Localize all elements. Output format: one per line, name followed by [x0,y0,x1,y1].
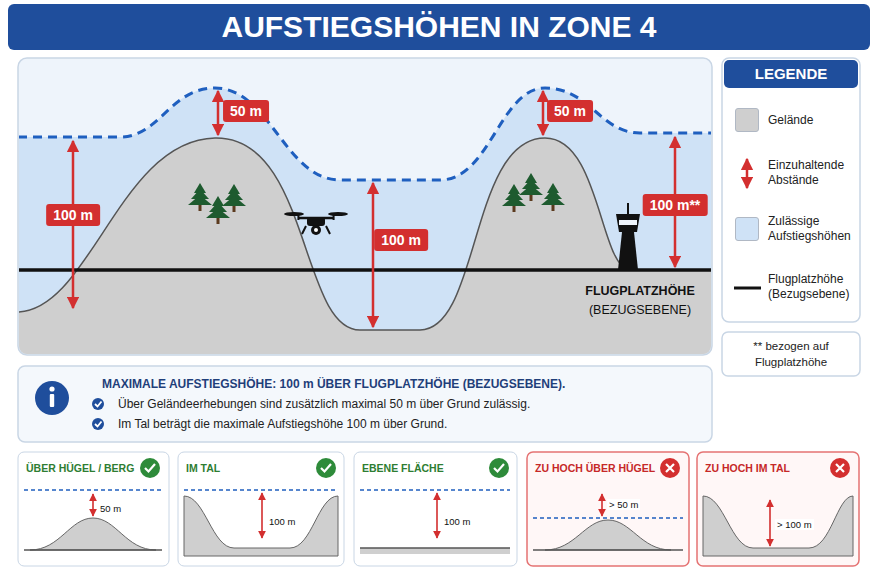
reference-label: FLUGPLATZHÖHE [585,284,694,298]
note-box: ** bezogen auf Flugplatzhöhe [722,332,860,376]
info-icon [35,381,69,415]
panel-heading: EBENE FLÄCHE [362,462,444,474]
info-heading: MAXIMALE AUFSTIEGSHÖHE: 100 m ÜBER FLUGP… [102,374,565,394]
tree [519,173,543,201]
max-height-line [19,88,711,180]
example-panel: EBENE FLÄCHE 100 m [354,452,517,566]
info-line: Im Tal beträgt die maximale Aufstiegshöh… [102,414,447,434]
panel-heading: ZU HOCH IM TAL [705,462,790,474]
distance-tag: 50 m [223,100,269,122]
tree [188,183,212,211]
terrain [19,138,711,354]
check-bullets [92,398,104,430]
legend-header [724,60,858,88]
distance-tag: 50 m [547,100,593,122]
legend-swatch [735,217,759,241]
legend-text: Einzuhaltende Abstände [768,158,856,188]
distance-tag: 100 m [374,229,428,251]
distance-value: > 100 m [775,519,814,530]
distance-tag: 100 m [46,204,100,226]
reference-line [19,268,711,272]
example-panel: IM TAL 100 m [178,452,344,566]
distance-value: 100 m [267,516,297,527]
legend-text: Flugplatzhöhe (Bezugsebene) [768,272,856,302]
tree [502,184,526,212]
distance-value: > 50 m [607,499,640,510]
panel-heading: ZU HOCH ÜBER HÜGEL [535,462,655,474]
legend-line-sample [734,287,761,290]
title: AUFSTIEGSHÖHEN IN ZONE 4 [8,4,870,50]
legend-panel [722,58,860,322]
reference-label: (BEZUGSEBENE) [589,303,691,317]
panel-heading: IM TAL [186,462,220,474]
example-panel: ZU HOCH IM TAL > 100 m [697,452,859,566]
legend-heading: LEGENDE [724,60,858,88]
drone [284,212,348,235]
distance-tag: 100 m** [643,194,708,216]
legend-swatch [735,108,759,132]
example-panel: ZU HOCH ÜBER HÜGEL > 50 m [527,452,689,566]
example-panel: ÜBER HÜGEL / BERG 50 m [18,452,169,566]
legend-arrow-sample [746,159,749,188]
footnote: ** bezogen auf Flugplatzhöhe [728,338,854,370]
info-line: Über Geländeerhebungen sind zusätzlich m… [102,394,530,414]
legend-text: Zulässige Aufstiegshöhen [768,214,856,244]
control-tower [616,203,640,270]
panel-heading: ÜBER HÜGEL / BERG [26,462,134,474]
allowed-zone [19,88,711,354]
distance-value: 50 m [98,503,123,514]
legend-panel: LEGENDE GeländeEinzuhaltende AbständeZulä… [722,58,860,322]
note-box-bg [722,332,860,376]
info-box: MAXIMALE AUFSTIEGSHÖHE: 100 m ÜBER FLUGP… [18,366,712,442]
main-panel [18,58,712,355]
title-banner [8,4,870,50]
legend-text: Gelände [768,113,856,128]
distance-arrows [73,91,675,327]
bottom-panels [18,452,859,566]
tree [206,196,230,224]
distance-value: 100 m [442,516,472,527]
info-box-bg [18,366,712,442]
tree [222,184,246,212]
tree [541,183,565,211]
